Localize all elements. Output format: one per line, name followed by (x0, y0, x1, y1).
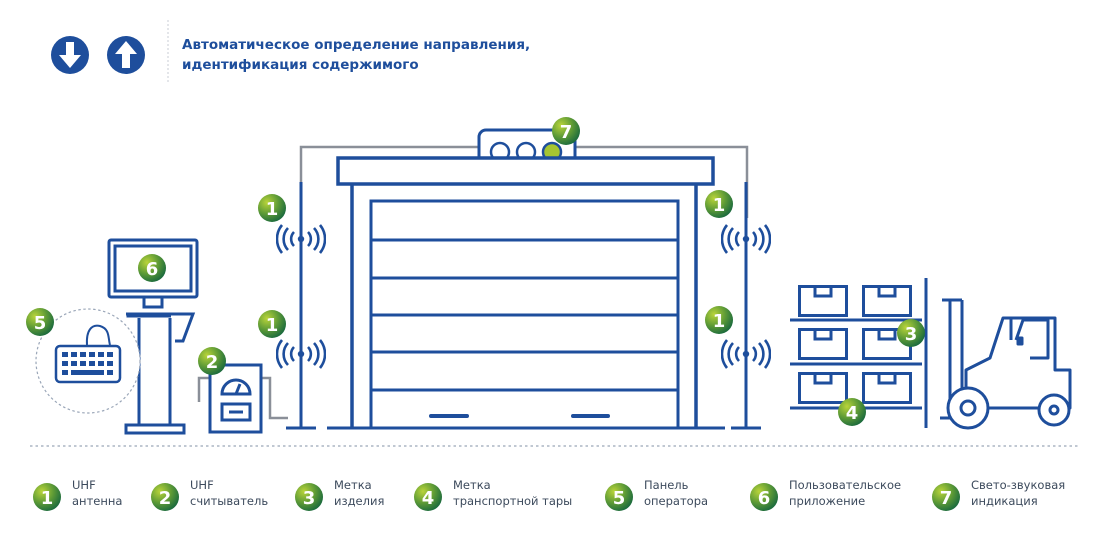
legend-badge: 7 (932, 483, 960, 511)
left-antenna (276, 182, 326, 430)
right-antenna (721, 182, 771, 430)
legend-badge: 6 (750, 483, 778, 511)
badge-item-tag: 3 (897, 319, 925, 347)
page-title: Автоматическое определение направления, … (182, 35, 530, 75)
svg-text:6: 6 (146, 259, 159, 280)
svg-text:5: 5 (34, 313, 47, 334)
svg-text:4: 4 (846, 403, 859, 424)
svg-text:7: 7 (560, 122, 573, 143)
badge-container-tag: 4 (838, 398, 866, 426)
svg-text:3: 3 (905, 324, 918, 345)
svg-text:4: 4 (422, 488, 435, 509)
svg-text:1: 1 (713, 195, 726, 216)
svg-text:3: 3 (303, 488, 316, 509)
badge-antenna-right-top: 1 (705, 190, 733, 218)
page-title-line2: идентификация содержимого (182, 57, 419, 73)
legend-badge: 3 (295, 483, 323, 511)
svg-text:7: 7 (940, 488, 953, 509)
reader-wiring-left (197, 376, 209, 402)
badge-reader: 2 (198, 347, 226, 375)
svg-text:6: 6 (758, 488, 771, 509)
forklift (940, 298, 1072, 430)
svg-text:2: 2 (159, 488, 172, 509)
badge-antenna-right-bottom: 1 (705, 306, 733, 334)
operator-panel-keyboard (35, 308, 141, 414)
svg-text:2: 2 (206, 352, 219, 373)
page-title-line1: Автоматическое определение направления, (182, 37, 531, 53)
reader-wiring-right (262, 376, 288, 420)
badge-antenna-left-bottom: 1 (258, 310, 286, 338)
badge-operator-panel: 5 (26, 308, 54, 336)
arrow-up-icon (107, 36, 145, 74)
badge-indicator: 7 (552, 117, 580, 145)
industrial-door (327, 156, 725, 430)
legend-badge: 2 (151, 483, 179, 511)
svg-text:1: 1 (266, 199, 279, 220)
badge-user-app: 6 (138, 254, 166, 282)
badge-antenna-left-top: 1 (258, 194, 286, 222)
arrow-down-icon (51, 36, 89, 74)
uhf-reader (208, 363, 263, 434)
svg-text:1: 1 (266, 315, 279, 336)
svg-text:1: 1 (713, 311, 726, 332)
svg-text:5: 5 (613, 488, 626, 509)
svg-text:1: 1 (41, 488, 54, 509)
legend-badge: 4 (414, 483, 442, 511)
legend-badge: 1 (33, 483, 61, 511)
legend-badge: 5 (605, 483, 633, 511)
